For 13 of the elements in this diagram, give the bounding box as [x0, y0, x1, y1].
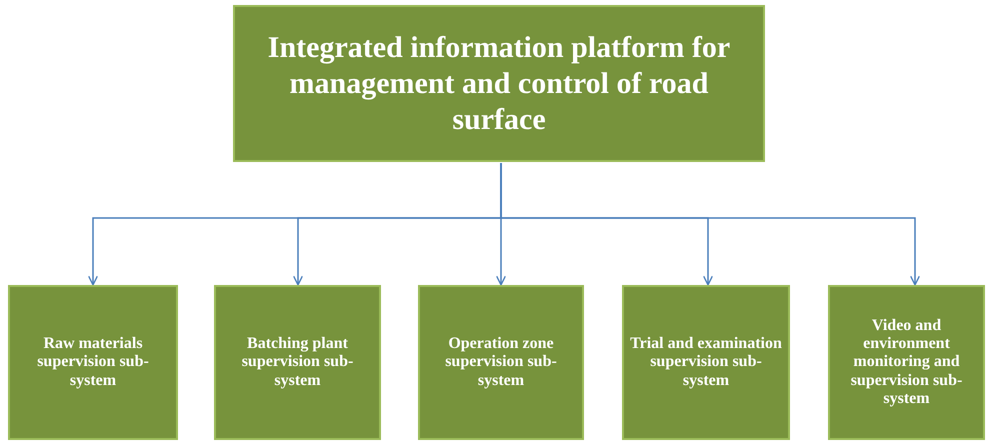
- subsystem-label: Video and environment monitoring and supervision sub-system: [850, 316, 964, 408]
- subsystem-box: [622, 285, 790, 440]
- subsystem-box: [214, 285, 381, 440]
- subsystem-label: Raw materials supervision sub-system: [36, 334, 150, 390]
- subsystem-box: [418, 285, 584, 440]
- subsystem-label: Batching plant supervision sub-system: [240, 334, 354, 390]
- subsystem-label: Operation zone supervision sub-system: [444, 334, 558, 390]
- platform-title: Integrated information platform for management and control of road surface: [266, 30, 732, 138]
- arrow: [500, 163, 920, 286]
- subsystem-box: [828, 285, 985, 440]
- subsystem-box: [8, 285, 178, 440]
- platform-box: [233, 5, 765, 162]
- subsystem-label: Trial and examination supervision sub-system: [630, 334, 782, 390]
